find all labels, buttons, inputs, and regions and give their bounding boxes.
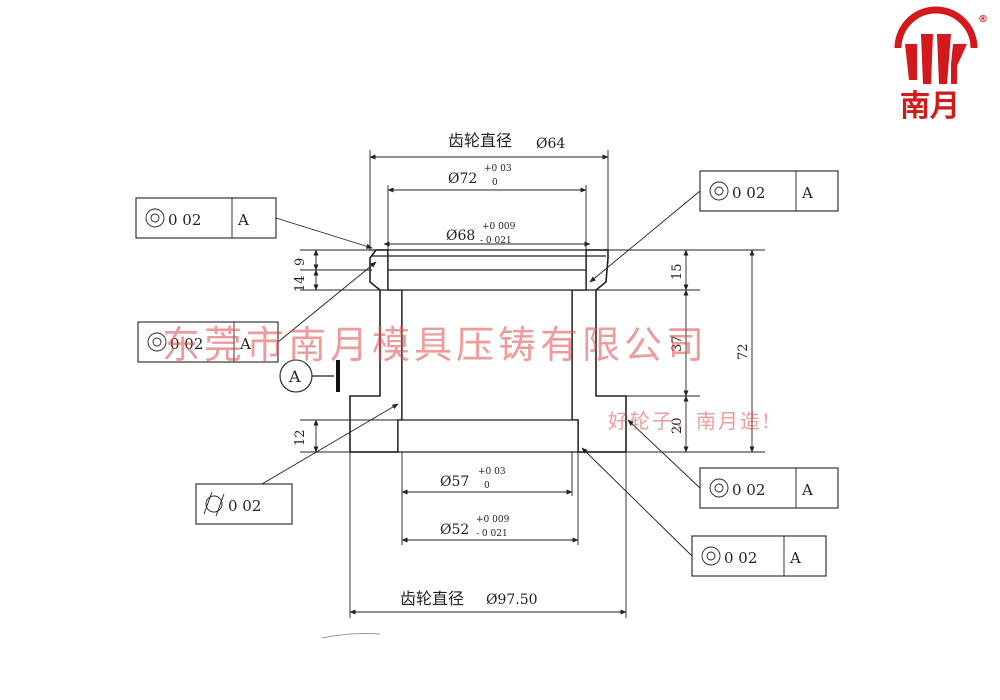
datum-a-marker: A [279, 359, 340, 393]
fcf-right-top-value: 0 02 [732, 184, 765, 202]
fcf-right-bottom: 0 02 A [581, 447, 827, 577]
dim-h72: 72 [736, 343, 751, 360]
dim-h37: 37 [670, 335, 685, 352]
fcf-left-middle: 0 02 A [137, 261, 377, 363]
fcf-left-middle-value: 0 02 [170, 335, 203, 353]
fcf-right-top: 0 02 A [589, 170, 839, 283]
fcf-left-top-datum: A [237, 211, 249, 229]
dim-h14: 14 [293, 275, 308, 292]
dim-h9: 9 [293, 258, 308, 266]
fcf-right-bottom-datum: A [789, 549, 801, 567]
fcf-right-middle-datum: A [801, 481, 813, 499]
logo-text: 南月 [900, 89, 960, 124]
dim-h15: 15 [670, 263, 685, 280]
dim-d57-tol-up: +0 03 [478, 467, 506, 477]
cylindricity-icon [203, 491, 225, 517]
dim-d52-tol-low: - 0 021 [476, 529, 508, 539]
dim-d57-tol-low: 0 [484, 481, 490, 491]
dimension-text: 齿轮直径 Ø64 Ø72 +0 03 0 Ø68 +0 009 - 0 021 … [293, 131, 751, 608]
fcf-right-middle: 0 02 A [627, 419, 839, 509]
brand-logo: 南月 ® [894, 6, 988, 124]
dim-bottom-gear-value: Ø97.50 [486, 592, 538, 608]
dim-bottom-gear-label: 齿轮直径 [400, 589, 464, 608]
dim-h20: 20 [670, 417, 685, 434]
fcf-left-middle-datum: A [239, 335, 251, 353]
fcf-left-bottom-value: 0 02 [228, 497, 261, 515]
dim-h12: 12 [293, 429, 308, 446]
dim-d68-tol-low: - 0 021 [480, 236, 512, 246]
dim-d68: Ø68 [446, 228, 475, 244]
dim-d52-tol-up: +0 009 [476, 515, 510, 525]
dim-d68-tol-up: +0 009 [482, 222, 516, 232]
watermark-slogan: 好轮子，南月造! [608, 409, 772, 433]
dim-top-gear-label: 齿轮直径 [448, 131, 512, 150]
dim-d72-tol-up: +0 03 [484, 164, 512, 174]
fcf-right-top-datum: A [801, 184, 813, 202]
dimension-lines [300, 150, 765, 618]
datum-a-label: A [288, 367, 301, 386]
watermark-company: 东莞市南月模具压铸有限公司 [162, 323, 708, 367]
dim-d72: Ø72 [448, 171, 477, 187]
dim-d52: Ø52 [440, 522, 469, 538]
fcf-right-middle-value: 0 02 [732, 481, 765, 499]
logo-emblem-icon [905, 34, 967, 84]
dim-d72-tol-low: 0 [492, 178, 498, 188]
dim-d57: Ø57 [440, 474, 469, 490]
fcf-left-top-value: 0 02 [168, 211, 201, 229]
dim-top-gear-value: Ø64 [536, 136, 565, 152]
logo-registered: ® [978, 14, 988, 25]
part-section [349, 249, 627, 453]
fcf-left-bottom: 0 02 [195, 403, 399, 525]
fcf-left-top: 0 02 A [135, 197, 373, 249]
fcf-right-bottom-value: 0 02 [724, 549, 757, 567]
scan-artifact [321, 633, 381, 639]
